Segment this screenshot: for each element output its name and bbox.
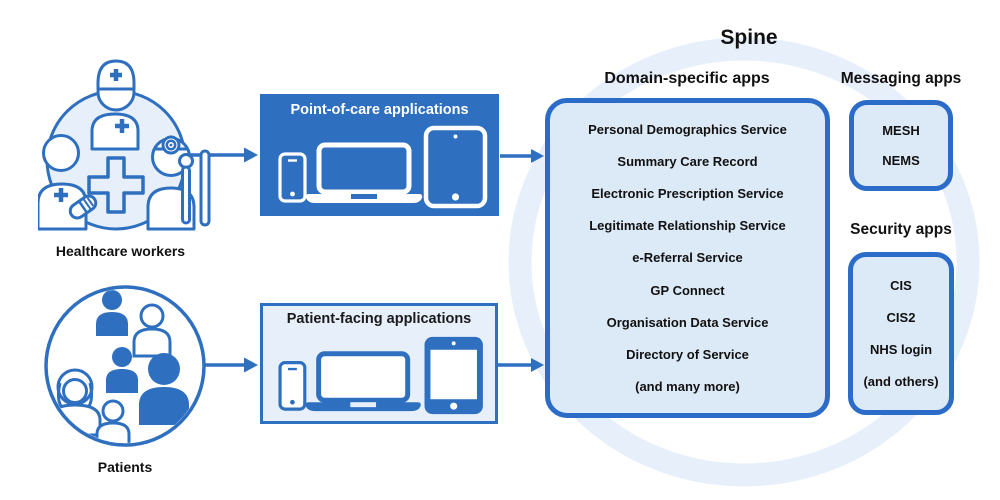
- security-app-item: (and others): [863, 374, 939, 390]
- smartphone-icon: [278, 361, 307, 411]
- spine-ring: [508, 37, 980, 487]
- domain-app-item: Directory of Service: [626, 347, 749, 363]
- domain-apps-box: Personal Demographics Service Summary Ca…: [545, 98, 830, 418]
- patient-figure-filled-large: [139, 353, 189, 425]
- messaging-app-item: NEMS: [882, 153, 920, 169]
- domain-app-item: e-Referral Service: [632, 250, 743, 266]
- security-apps-heading: Security apps: [850, 221, 952, 238]
- devices-illustration-blue: [278, 336, 483, 415]
- doctor-with-cap-figure: [96, 59, 136, 112]
- arrow-poc-to-spine: [500, 149, 544, 163]
- messaging-app-item: MESH: [882, 122, 920, 138]
- security-apps-box: CIS CIS2 NHS login (and others): [848, 252, 954, 415]
- healthcare-workers-icon: [38, 59, 211, 231]
- tablet-icon: [424, 336, 483, 415]
- patients-icon: [44, 285, 206, 447]
- nurse-figure: [90, 112, 140, 151]
- security-app-item: CIS2: [886, 309, 916, 325]
- patient-figure-outline: [95, 399, 131, 443]
- domain-app-item: GP Connect: [650, 282, 725, 298]
- point-of-care-box-title: Point-of-care applications: [290, 102, 469, 118]
- domain-app-item: Summary Care Record: [617, 153, 758, 169]
- domain-app-item: Legitimate Relationship Service: [589, 218, 786, 234]
- domain-app-item: (and many more): [635, 379, 740, 395]
- medical-cross-icon: [87, 156, 145, 214]
- domain-apps-heading: Domain-specific apps: [604, 70, 770, 87]
- domain-app-item: Personal Demographics Service: [588, 121, 787, 137]
- patients-label: Patients: [97, 459, 153, 475]
- messaging-apps-heading: Messaging apps: [840, 70, 962, 87]
- security-app-item: CIS: [890, 277, 912, 293]
- patient-figure-outline: [132, 303, 172, 358]
- point-of-care-applications-box: Point-of-care applications: [260, 94, 499, 216]
- healthcare-workers-label: Healthcare workers: [55, 243, 186, 259]
- domain-app-item: Electronic Prescription Service: [591, 186, 784, 202]
- security-app-item: NHS login: [869, 342, 933, 358]
- messaging-apps-box: MESH NEMS: [849, 100, 953, 191]
- patient-facing-box-title: Patient-facing applications: [286, 311, 472, 327]
- spine-title: Spine: [720, 26, 778, 49]
- clipboard-and-pencil-icon: [178, 149, 211, 227]
- domain-app-item: Organisation Data Service: [606, 314, 769, 330]
- devices-illustration-white: [277, 125, 487, 209]
- arrow-pfa-to-spine: [498, 358, 544, 372]
- tablet-icon: [423, 125, 487, 209]
- patient-figure-filled: [96, 290, 128, 336]
- arrow-patients-to-pfa: [202, 357, 258, 373]
- laptop-icon: [305, 351, 421, 412]
- patient-figure-filled: [106, 347, 138, 393]
- laptop-icon: [305, 142, 422, 203]
- patient-facing-applications-box: Patient-facing applications: [260, 303, 498, 424]
- smartphone-icon: [277, 152, 307, 203]
- pill-capsule-icon: [68, 194, 98, 220]
